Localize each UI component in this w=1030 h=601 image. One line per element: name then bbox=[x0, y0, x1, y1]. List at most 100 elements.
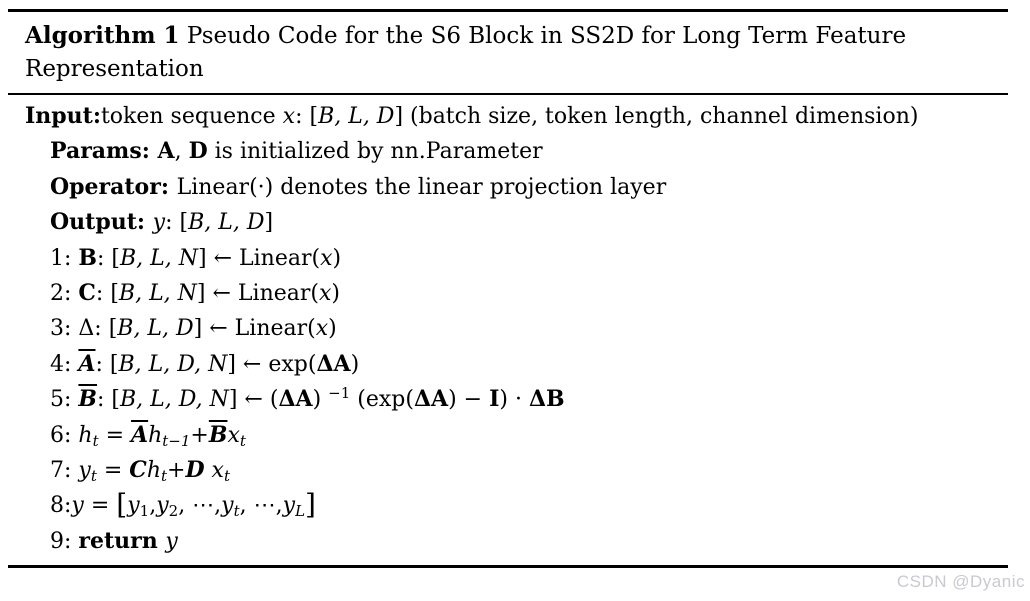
algo-segment: ) − bbox=[448, 387, 490, 413]
algo-segment: 2 bbox=[168, 502, 179, 521]
algo-line-3: Operator: Linear(·) denotes the linear p… bbox=[25, 170, 1008, 205]
algo-segment: A bbox=[157, 138, 175, 165]
algo-segment: t bbox=[160, 467, 168, 486]
algo-segment: B, L, D, N bbox=[120, 387, 229, 413]
mid-rule bbox=[8, 93, 1008, 95]
algo-segment: x bbox=[227, 422, 240, 448]
algo-line-11: 7: yt = Cht+D xt bbox=[25, 453, 1008, 488]
algo-segment: = bbox=[98, 422, 132, 448]
algo-segment: ] ← ( bbox=[228, 387, 279, 413]
algo-segment: ) bbox=[331, 281, 340, 307]
algo-segment: : [ bbox=[97, 245, 121, 271]
algo-segment: ] bbox=[305, 488, 316, 522]
algo-segment: B, L, D bbox=[188, 210, 265, 236]
algo-line-5: 1: B: [B, L, N] ← Linear(x) bbox=[25, 241, 1008, 276]
algo-segment: : [ bbox=[295, 104, 319, 129]
algo-segment: y bbox=[78, 458, 91, 484]
algo-segment: 5: bbox=[50, 387, 79, 413]
algo-segment: ] ← exp( bbox=[227, 351, 317, 377]
algo-segment: ) bbox=[350, 351, 360, 377]
algo-segment: x bbox=[318, 281, 332, 307]
algo-segment: 4: bbox=[50, 351, 79, 377]
algo-segment: + bbox=[190, 422, 209, 448]
algo-segment: , bbox=[149, 493, 157, 519]
algo-segment: t bbox=[92, 431, 99, 450]
algo-segment: x bbox=[211, 458, 224, 484]
algo-segment: : [ bbox=[95, 351, 119, 377]
algo-segment: A bbox=[131, 421, 149, 448]
algo-segment: token sequence bbox=[100, 104, 283, 129]
algorithm-title-line2: Representation bbox=[25, 56, 204, 82]
algo-segment: Params: bbox=[50, 138, 158, 165]
algo-segment: ΔB bbox=[528, 386, 565, 413]
algo-segment: y bbox=[156, 493, 169, 519]
algo-segment: B bbox=[208, 421, 228, 448]
algo-segment: Input: bbox=[25, 103, 101, 129]
algo-segment: 1 bbox=[139, 502, 150, 521]
algo-segment: ) bbox=[332, 245, 342, 271]
algo-segment: B, L, D bbox=[117, 316, 194, 342]
algo-segment: C bbox=[129, 457, 147, 484]
algo-segment: ) bbox=[328, 316, 337, 342]
algo-segment: y bbox=[127, 493, 140, 519]
algo-segment: [ bbox=[116, 488, 128, 522]
algo-segment: return bbox=[78, 527, 166, 554]
algo-segment: ΔA bbox=[316, 350, 351, 377]
algo-segment: + bbox=[167, 458, 186, 484]
algo-segment: 1: bbox=[50, 245, 79, 271]
algo-line-1: Input:token sequence x: [B, L, D] (batch… bbox=[25, 99, 1008, 134]
algo-segment: t−1 bbox=[162, 431, 191, 450]
algo-segment: , bbox=[174, 139, 189, 165]
algo-segment: ΔA bbox=[413, 386, 449, 413]
algorithm-title: Algorithm 1 Pseudo Code for the S6 Block… bbox=[8, 12, 1008, 93]
algo-segment: y bbox=[282, 493, 296, 519]
algo-segment: A bbox=[78, 350, 96, 377]
algo-segment: 8: bbox=[50, 493, 72, 519]
algo-line-13: 9: return y bbox=[25, 524, 1008, 559]
algo-segment: L bbox=[295, 502, 306, 521]
algo-segment: 7: bbox=[50, 458, 79, 484]
algo-segment: 6: bbox=[50, 422, 79, 448]
algo-line-7: 3: Δ: [B, L, D] ← Linear(x) bbox=[25, 311, 1008, 346]
algo-segment: : [ bbox=[165, 210, 189, 236]
algo-segment: Output: bbox=[50, 209, 153, 236]
bottom-rule bbox=[8, 565, 1008, 569]
top-rule bbox=[8, 9, 1008, 12]
algo-segment: ] ← Linear( bbox=[198, 245, 321, 271]
algo-segment: 2: bbox=[50, 281, 79, 307]
algo-line-2: Params: A, D is initialized by nn.Parame… bbox=[25, 134, 1008, 169]
algo-segment: : [ bbox=[95, 281, 119, 307]
algo-segment: B, L, N bbox=[120, 245, 199, 271]
algo-segment: = bbox=[96, 458, 130, 484]
algo-segment: t bbox=[90, 467, 97, 486]
algo-segment: ] ← Linear( bbox=[193, 316, 316, 342]
algo-segment: ] bbox=[264, 210, 274, 236]
algo-segment: = bbox=[83, 493, 117, 519]
algo-segment: 3: Δ: [ bbox=[50, 316, 118, 342]
algo-segment: ] (batch size, token length, channel dim… bbox=[394, 104, 919, 129]
algo-line-4: Output: y: [B, L, D] bbox=[25, 205, 1008, 240]
algo-segment: B bbox=[78, 386, 98, 413]
algo-segment: h bbox=[78, 422, 93, 448]
algo-segment: (exp( bbox=[350, 387, 414, 413]
algo-segment: ] ← Linear( bbox=[196, 281, 319, 307]
algo-segment: y bbox=[221, 493, 234, 519]
algo-segment: 9: bbox=[50, 528, 79, 554]
algo-segment: −1 bbox=[328, 384, 351, 403]
algo-segment: ) bbox=[312, 387, 329, 413]
algo-segment: D bbox=[188, 138, 208, 165]
algo-segment: Operator: bbox=[50, 173, 177, 200]
algo-segment: y bbox=[152, 210, 166, 236]
algo-line-12: 8:y = [y1,y2, ⋯,yt, ⋯,yL] bbox=[25, 488, 1008, 523]
algo-segment: I bbox=[489, 386, 500, 413]
algo-segment: : [ bbox=[97, 387, 121, 413]
algo-segment: Linear(·) denotes the linear projection … bbox=[176, 174, 667, 200]
algo-segment: t bbox=[239, 431, 246, 450]
algo-segment: x bbox=[315, 316, 329, 342]
algo-line-6: 2: C: [B, L, N] ← Linear(x) bbox=[25, 276, 1008, 311]
algorithm-title-text: Pseudo Code for the S6 Block in SS2D for… bbox=[179, 23, 907, 49]
algo-segment: C bbox=[78, 280, 96, 307]
csdn-watermark: CSDN @Dyanic bbox=[896, 572, 1025, 591]
algo-segment: h bbox=[146, 458, 161, 484]
algo-segment: , ⋯, bbox=[239, 493, 283, 519]
